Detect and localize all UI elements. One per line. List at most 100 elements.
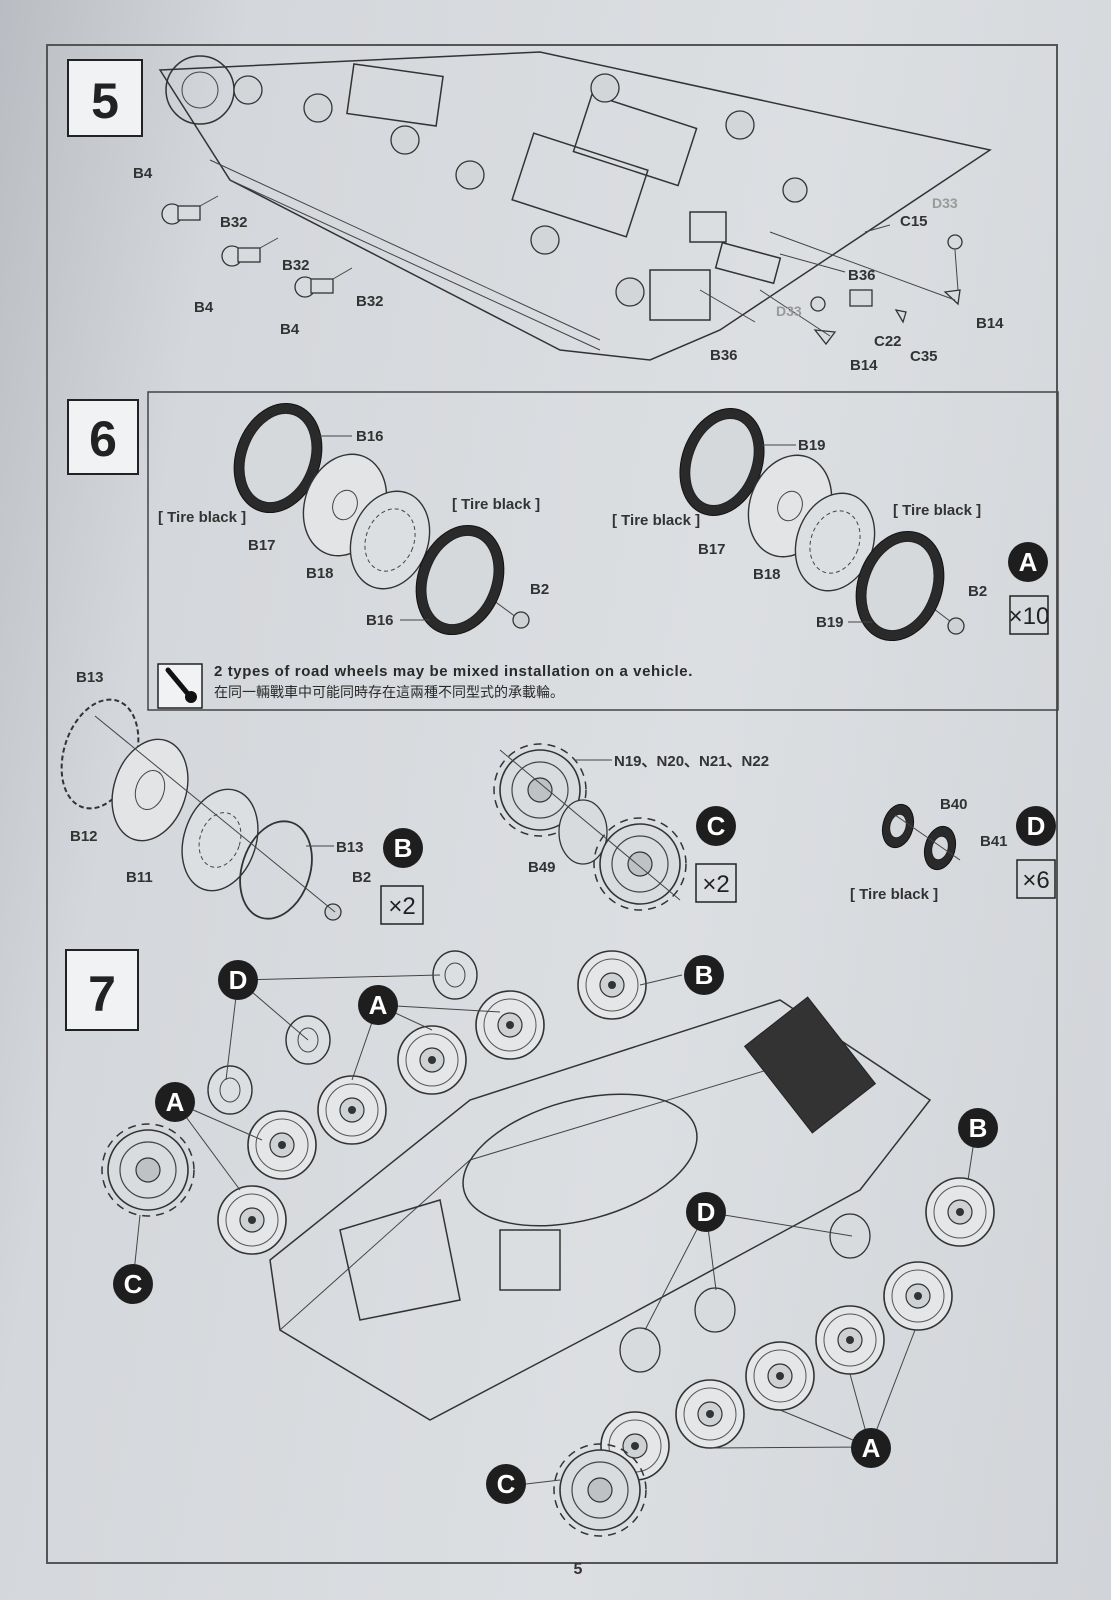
- page-frame: [46, 44, 1058, 1564]
- step-6-box: [67, 399, 139, 475]
- subassembly-b: B13 B12 B13 B11 B2 B ×2: [60, 669, 424, 925]
- label-d33-2: D33: [776, 303, 802, 319]
- step-7-badges: D A B A B D C A C: [113, 955, 998, 1504]
- svg-text:A: A: [862, 1433, 881, 1463]
- svg-text:D: D: [229, 965, 248, 995]
- qty-d-text: ×6: [1022, 867, 1049, 894]
- note-text-cn: 在同一輛戰車中可能同時存在這兩種不同型式的承載輪。: [214, 684, 564, 701]
- label-b2-1: B2: [530, 581, 549, 598]
- label-b13-2: B13: [336, 839, 364, 856]
- badge-d-letter: D: [1027, 811, 1046, 841]
- svg-text:C: C: [124, 1269, 143, 1299]
- svg-text:D: D: [697, 1197, 716, 1227]
- label-b2-2: B2: [968, 583, 987, 600]
- wheel-assembly-right: [679, 408, 965, 642]
- page-number: 5: [574, 1561, 583, 1578]
- label-b14-2: B14: [850, 357, 878, 374]
- badge-d-mid: D: [1016, 806, 1056, 846]
- badge-c-1: C: [113, 1264, 153, 1304]
- step-7-box: [65, 949, 139, 1031]
- badge-c-letter: C: [707, 811, 726, 841]
- label-b18-2: B18: [753, 566, 781, 583]
- qty-c: ×2: [695, 863, 737, 903]
- svg-text:A: A: [166, 1087, 185, 1117]
- label-tire-black-3: [ Tire black ]: [612, 512, 700, 529]
- wheel-assembly-left: [233, 402, 530, 636]
- badge-d-1: D: [218, 960, 258, 1000]
- qty-b: ×2: [380, 885, 424, 925]
- step-6-panel: [147, 391, 1059, 711]
- label-b4-2: B4: [194, 299, 214, 316]
- badge-d-2: D: [686, 1192, 726, 1232]
- svg-text:C: C: [497, 1469, 516, 1499]
- badge-a-2: A: [155, 1082, 195, 1122]
- label-b16-1: B16: [356, 428, 384, 445]
- label-b18-1: B18: [306, 565, 334, 582]
- label-b49: B49: [528, 859, 556, 876]
- badge-b-2: B: [958, 1108, 998, 1148]
- label-c15: C15: [900, 213, 928, 230]
- label-b2-3: B2: [352, 869, 371, 886]
- step-5-callouts: B4 B32 B32 B4 B32 B4 D33 C15 B36 D33 B14…: [133, 165, 1004, 374]
- svg-text:B: B: [695, 960, 714, 990]
- qty-a: ×10: [1009, 595, 1050, 635]
- label-c35: C35: [910, 348, 938, 365]
- label-c22: C22: [874, 333, 902, 350]
- label-b4-3: B4: [280, 321, 300, 338]
- step-6: 6 B1: [67, 391, 1059, 711]
- label-b36-2: B36: [710, 347, 738, 364]
- badge-a-top: A: [1008, 542, 1048, 582]
- badge-a-letter: A: [1019, 547, 1038, 577]
- label-b32-1: B32: [220, 214, 248, 231]
- subassembly-c: N19、N20、N21、N22 B49 C ×2: [493, 743, 769, 911]
- svg-text:B: B: [969, 1113, 988, 1143]
- wrench-icon: [165, 667, 197, 703]
- step-6-number: 6: [89, 411, 117, 467]
- subassembly-d: B40 B41 [ Tire black ] D ×6: [850, 796, 1056, 903]
- road-wheels-top: [101, 950, 647, 1255]
- label-b32-3: B32: [356, 293, 384, 310]
- label-b12: B12: [70, 828, 98, 845]
- label-b13-1: B13: [76, 669, 104, 686]
- label-d33-1: D33: [932, 195, 958, 211]
- step-6-callouts: B16 [ Tire black ] [ Tire black ] B17 B1…: [158, 428, 987, 631]
- step-5-number: 5: [91, 73, 119, 129]
- mixed-wheels-note: 2 types of road wheels may be mixed inst…: [157, 663, 693, 709]
- step-5-hull-drawing: [158, 51, 992, 361]
- note-text-en: 2 types of road wheels may be mixed inst…: [214, 663, 693, 680]
- road-wheels-bottom: [553, 1177, 995, 1537]
- label-tire-black-5: [ Tire black ]: [850, 886, 938, 903]
- badge-b-1: B: [684, 955, 724, 995]
- step-7-number: 7: [88, 966, 116, 1022]
- step-7: 7: [65, 949, 998, 1537]
- qty-d: ×6: [1016, 859, 1056, 899]
- badge-a-1: A: [358, 985, 398, 1025]
- label-b11: B11: [126, 869, 153, 886]
- qty-c-text: ×2: [702, 871, 729, 898]
- label-b17-2: B17: [698, 541, 726, 558]
- label-n19-n22: N19、N20、N21、N22: [614, 753, 769, 770]
- label-tire-black-4: [ Tire black ]: [893, 502, 981, 519]
- step-5: 5: [67, 51, 1004, 374]
- label-b14-1: B14: [976, 315, 1004, 332]
- label-b32-2: B32: [282, 257, 310, 274]
- label-tire-black-1: [ Tire black ]: [158, 509, 246, 526]
- badge-c-2: C: [486, 1464, 526, 1504]
- label-b19-1: B19: [798, 437, 826, 454]
- label-b4-1: B4: [133, 165, 153, 182]
- badge-b-letter: B: [394, 833, 413, 863]
- qty-a-text: ×10: [1009, 603, 1050, 630]
- label-b40: B40: [940, 796, 968, 813]
- badge-a-3: A: [851, 1428, 891, 1468]
- step-5-box: [67, 59, 143, 137]
- svg-text:A: A: [369, 990, 388, 1020]
- step-7-hull-drawing: [269, 996, 932, 1421]
- label-b16-2: B16: [366, 612, 394, 629]
- label-b36-1: B36: [848, 267, 876, 284]
- label-tire-black-2: [ Tire black ]: [452, 496, 540, 513]
- badge-c-mid: C: [696, 806, 736, 846]
- label-b19-2: B19: [816, 614, 844, 631]
- step-5-small-parts: [161, 195, 963, 346]
